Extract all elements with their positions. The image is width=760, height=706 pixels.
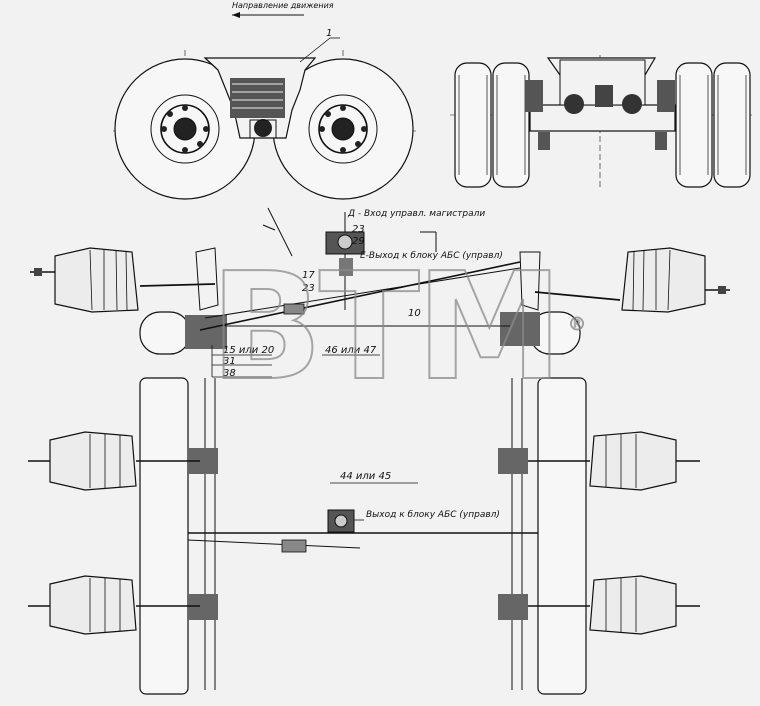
watermark-registered-mark: ® [568, 314, 586, 335]
direction-of-travel: Направление движения [232, 1, 334, 18]
rear-view [450, 55, 752, 190]
rear-axle-beam [529, 104, 676, 132]
direction-label: Направление движения [232, 1, 334, 10]
rear-bogie-assembly [28, 377, 700, 695]
callout-15-or-20: 15 или 20 [223, 345, 274, 356]
callout-17: 17 [302, 270, 315, 281]
brake-chamber-middle-left [49, 431, 137, 491]
brake-chamber-front-right [621, 247, 706, 313]
rear-tire-left-inner [492, 62, 530, 188]
callout-46-or-47: 46 или 47 [325, 345, 377, 356]
note-abs-output-e: Е-Выход к блоку АБС (управл) [360, 251, 503, 261]
beam-left [139, 377, 189, 695]
callout-31: 31 [223, 356, 236, 367]
note-control-input: Д - Вход управл. магистрали [347, 209, 485, 219]
callout-23a: 23 [352, 224, 365, 235]
callout-1: 1 [326, 28, 332, 39]
callout-10: 10 [408, 308, 421, 319]
brake-chamber-front-left [54, 247, 139, 313]
note-abs-output: Выход к блоку АБС (управл) [366, 510, 500, 520]
callout-29: 29 [352, 236, 365, 247]
rear-tire-right-outer [713, 62, 751, 188]
brake-chamber-rear-right [589, 575, 677, 635]
beam-right [537, 377, 587, 695]
rear-tire-left-outer [454, 62, 492, 188]
brake-chamber-middle-right [589, 431, 677, 491]
brake-chamber-rear-left [49, 575, 137, 635]
rear-tire-right-inner [675, 62, 713, 188]
side-view [113, 37, 417, 200]
watermark-logo: BTM [210, 241, 559, 413]
front-axle-assembly [30, 207, 730, 378]
callout-44-or-45: 44 или 45 [340, 471, 391, 482]
callout-23b: 23 [302, 283, 315, 294]
callout-38: 38 [223, 368, 236, 379]
